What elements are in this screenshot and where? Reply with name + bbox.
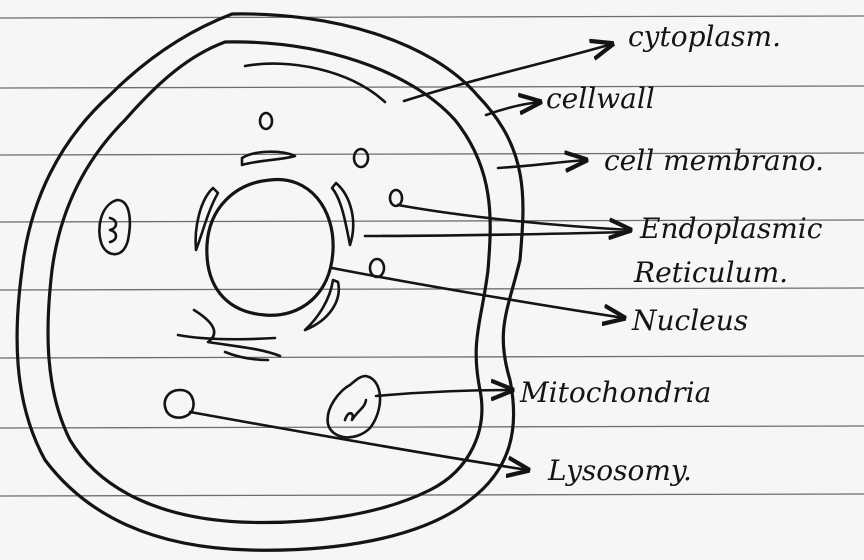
ruled-line [0,16,864,18]
er-strand [242,152,295,165]
arrow-cell-membrane [498,160,586,168]
label-endoplasmic: Endoplasmic [639,212,823,245]
mitochondrion [328,376,380,437]
ruled-line [0,426,864,428]
er-strand [225,352,268,360]
label-cell-membrane: cell membrano. [604,144,824,177]
arrow-er-upper [398,205,630,230]
labels: cytoplasm. cellwall cell membrano. Endop… [519,20,824,487]
label-reticulum: Reticulum. [633,256,788,289]
vesicle [354,149,368,167]
label-cell-wall: cellwall [546,82,655,115]
vesicle [390,190,402,206]
arrow-mitochondria [376,390,512,396]
ruled-line [0,356,864,358]
lysosome-shape [165,390,194,418]
arrow-nucleus [332,268,624,318]
endoplasmic-reticulum [178,152,353,360]
nucleus-shape [207,180,333,316]
left-organelle [99,200,129,254]
label-nucleus: Nucleus [631,304,748,337]
vesicle [260,113,272,129]
er-strand [332,183,353,245]
mitochondrion-outline [328,376,380,437]
vesicles [260,113,402,277]
cytoplasm-stroke [245,64,385,102]
arrow-er-lower [365,232,630,236]
label-cytoplasm: cytoplasm. [628,20,781,53]
label-lysosome: Lysosomy. [547,454,692,487]
label-mitochondria: Mitochondria [519,376,711,409]
ruled-line [0,86,864,88]
arrow-cell-wall [486,102,540,115]
er-strand [178,335,275,339]
mitochondrion-crista [345,400,366,420]
er-strand [194,310,280,356]
